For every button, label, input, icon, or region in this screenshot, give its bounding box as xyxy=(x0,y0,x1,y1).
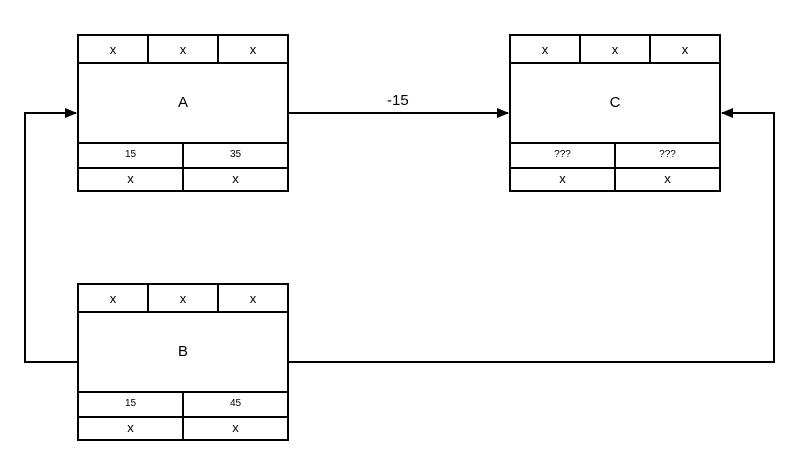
node-c-bottom-cell: x xyxy=(559,171,566,186)
node-c-value: ??? xyxy=(554,149,571,160)
node-b-top-row: x x x xyxy=(79,285,287,313)
node-b-bottom-cell: x xyxy=(127,420,134,435)
node-b-bottom-row: x x xyxy=(79,416,287,439)
node-a-top-row: x x x xyxy=(79,36,287,64)
node-a-name: A xyxy=(177,93,188,111)
node-b-value: 45 xyxy=(182,391,287,416)
node-b-bottom-cell: x xyxy=(182,416,287,439)
node-a-top-cell: x xyxy=(147,36,217,62)
node-c-bottom-cell: x xyxy=(614,167,719,190)
node-a-top-cell: x xyxy=(109,41,117,57)
node-c-top-cell: x xyxy=(541,41,549,57)
node-a-bottom-row: x x xyxy=(79,167,287,190)
node-b-name: B xyxy=(177,342,188,360)
node-b-top-cell: x xyxy=(109,290,117,306)
node-a-bottom-cell: x xyxy=(127,171,134,186)
node-b-top-cell: x xyxy=(217,285,287,311)
node-c-top-cell: x xyxy=(579,36,649,62)
node-a-bottom-cell: x xyxy=(182,167,287,190)
node-a-values-row: 15 35 xyxy=(79,142,287,169)
node-c-values-row: ??? ??? xyxy=(511,142,719,169)
node-c-value: ??? xyxy=(614,142,719,167)
node-c[interactable]: x x x C ??? ??? x x xyxy=(509,34,721,192)
node-c-name: C xyxy=(609,93,621,111)
node-a-body: A xyxy=(79,62,287,144)
edge-label-a-to-c: -15 xyxy=(387,92,409,109)
node-a-top-cell: x xyxy=(217,36,287,62)
node-c-body: C xyxy=(511,62,719,144)
node-c-bottom-row: x x xyxy=(511,167,719,190)
node-b-value: 15 xyxy=(124,398,137,409)
edge-b-to-a xyxy=(24,108,77,363)
node-b-top-cell: x xyxy=(147,285,217,311)
node-b-values-row: 15 45 xyxy=(79,391,287,418)
node-a-value: 15 xyxy=(124,149,137,160)
node-b[interactable]: x x x B 15 45 x x xyxy=(77,283,289,441)
node-a[interactable]: x x x A 15 35 x x xyxy=(77,34,289,192)
node-a-value: 35 xyxy=(182,142,287,167)
node-b-body: B xyxy=(79,311,287,393)
node-c-top-cell: x xyxy=(649,36,719,62)
edge-b-to-c xyxy=(289,108,775,363)
node-c-top-row: x x x xyxy=(511,36,719,64)
